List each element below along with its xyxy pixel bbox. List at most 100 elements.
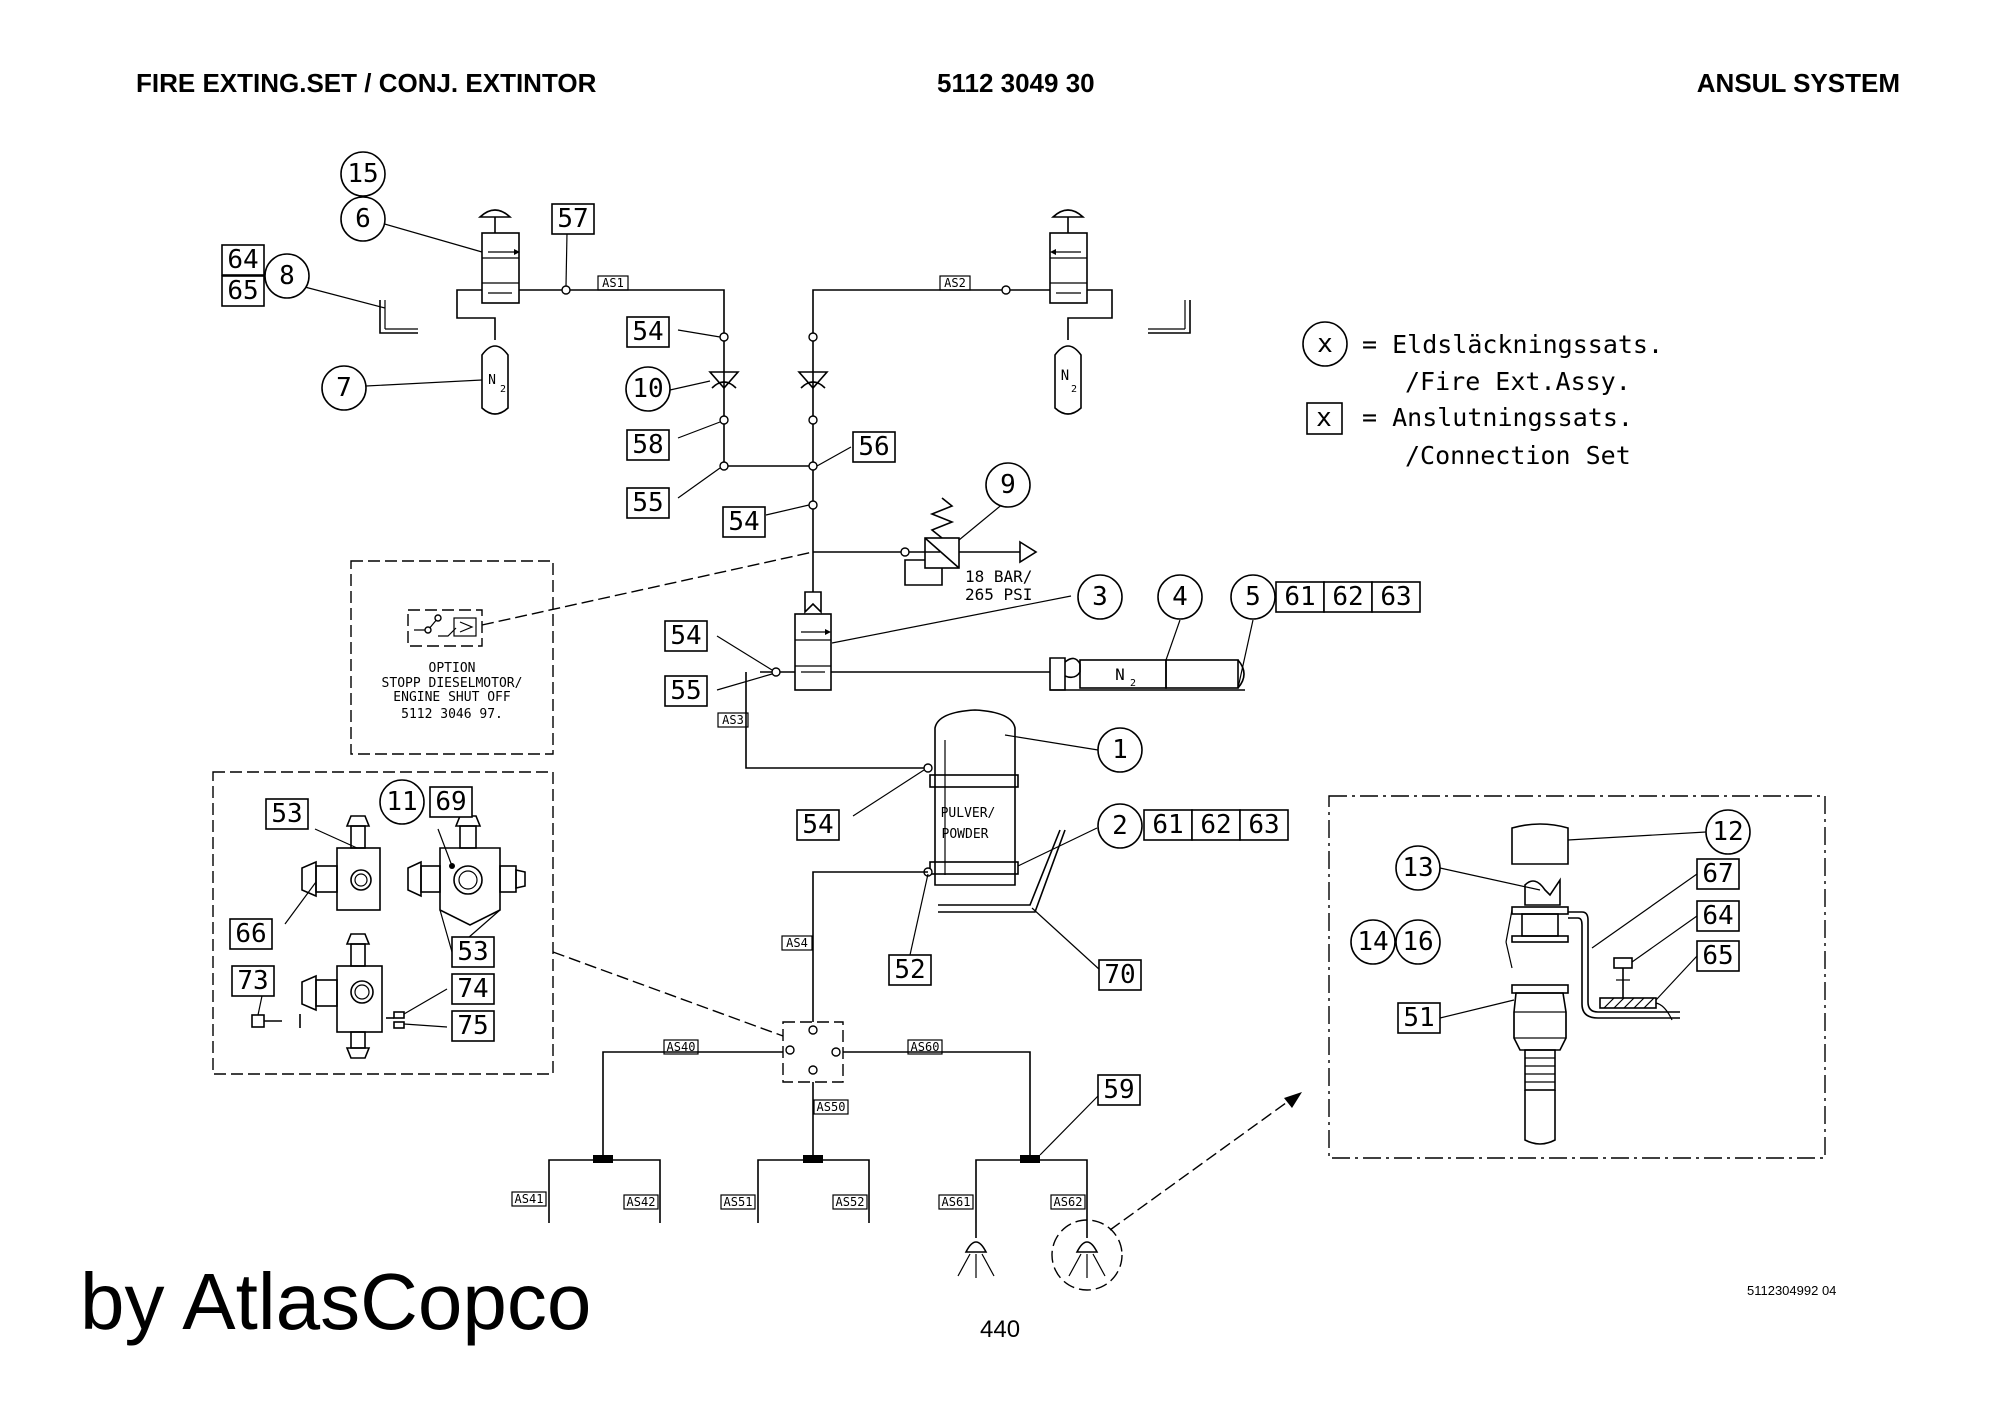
balloon-1: 1 xyxy=(1112,735,1128,765)
option-label-1: OPTION xyxy=(429,661,476,676)
tag-58: 58 xyxy=(632,430,663,460)
distribution-piping: AS4 AS40 AS60 AS50 AS41 AS42 AS51 AS52 xyxy=(511,871,1302,1291)
pipe-tag-as1: AS1 xyxy=(602,276,624,290)
tag-56: 56 xyxy=(858,432,889,462)
tag-62-a: 62 xyxy=(1332,582,1363,612)
powder-tank: PULVER/ POWDER xyxy=(923,709,1066,913)
tag-54-b: 54 xyxy=(728,507,759,537)
balloon-12: 12 xyxy=(1712,817,1743,847)
option-label-2: STOPP DIESELMOTOR/ xyxy=(382,676,523,691)
tag-67: 67 xyxy=(1702,859,1733,889)
balloon-4: 4 xyxy=(1172,582,1188,612)
n2-sub-expellant: 2 xyxy=(1130,678,1136,689)
tag-65-bottom: 65 xyxy=(1702,941,1733,971)
legend-circle-symbol: x xyxy=(1317,329,1333,359)
pipe-tag-as50: AS50 xyxy=(817,1100,846,1114)
pipe-tag-as40: AS40 xyxy=(667,1040,696,1054)
pipe-tag-as52: AS52 xyxy=(836,1195,865,1209)
pipe-tag-as51: AS51 xyxy=(724,1195,753,1209)
watermark-text: by AtlasCopco xyxy=(80,1257,592,1346)
item-tags: 57 64 65 54 58 55 56 54 54 55 61 62 63 5… xyxy=(221,203,1740,1106)
balloon-3: 3 xyxy=(1092,582,1108,612)
legend-box-line1: = Anslutningssats. xyxy=(1362,403,1633,432)
right-actuator: N 2 xyxy=(1049,209,1191,415)
item-balloons: 15 6 8 7 10 9 3 4 5 1 2 11 12 13 14 16 xyxy=(264,151,1751,965)
drawing-number: 5112304992 04 xyxy=(1747,1283,1837,1298)
tag-63-b: 63 xyxy=(1248,810,1279,840)
balloon-11: 11 xyxy=(386,787,417,817)
tag-73: 73 xyxy=(237,966,268,996)
balloon-7: 7 xyxy=(336,373,352,403)
balloon-6: 6 xyxy=(355,204,371,234)
balloon-2: 2 xyxy=(1112,811,1128,841)
balloon-10: 10 xyxy=(632,374,663,404)
tag-59: 59 xyxy=(1103,1075,1134,1105)
tag-53-a: 53 xyxy=(271,799,302,829)
legend-box-symbol: x xyxy=(1316,403,1332,433)
header-title: FIRE EXTING.SET / CONJ. EXTINTOR xyxy=(136,68,597,98)
relief-valve: 18 BAR/ 265 PSI xyxy=(904,497,1038,604)
tag-65-top: 65 xyxy=(227,276,258,306)
option-label-3: ENGINE SHUT OFF xyxy=(393,690,511,705)
tag-51: 51 xyxy=(1403,1003,1434,1033)
pipe-tag-as4: AS4 xyxy=(786,936,808,950)
tag-62-b: 62 xyxy=(1200,810,1231,840)
powder-label-2: POWDER xyxy=(942,827,989,842)
balloon-8: 8 xyxy=(279,261,295,291)
tag-61-a: 61 xyxy=(1284,582,1315,612)
tag-69: 69 xyxy=(435,787,466,817)
balloon-16: 16 xyxy=(1402,927,1433,957)
legend-circle-line2: /Fire Ext.Assy. xyxy=(1405,367,1631,396)
option-box: OPTION STOPP DIESELMOTOR/ ENGINE SHUT OF… xyxy=(350,551,814,755)
tag-70: 70 xyxy=(1104,960,1135,990)
legend-box-line2: /Connection Set xyxy=(1405,441,1631,470)
n2-label-right: N xyxy=(1061,368,1069,384)
main-valve: AS3 N 2 xyxy=(717,552,1245,769)
tag-64-bottom: 64 xyxy=(1702,901,1733,931)
fittings-detail xyxy=(212,771,554,1075)
tag-74: 74 xyxy=(457,974,488,1004)
tag-54-a: 54 xyxy=(632,317,663,347)
tag-55-a: 55 xyxy=(632,488,663,518)
n2-sub-right: 2 xyxy=(1071,384,1077,395)
tag-55-b: 55 xyxy=(670,676,701,706)
balloon-9: 9 xyxy=(1000,470,1016,500)
n2-sub: 2 xyxy=(500,384,506,395)
balloon-13: 13 xyxy=(1402,853,1433,883)
legend: x = Eldsläckningssats. /Fire Ext.Assy. x… xyxy=(1302,321,1663,470)
pipe-tag-as41: AS41 xyxy=(515,1192,544,1206)
upper-piping: AS1 AS2 xyxy=(519,275,1050,557)
tag-64-top: 64 xyxy=(227,245,258,275)
legend-circle-line1: = Eldsläckningssats. xyxy=(1362,330,1663,359)
leader-lines xyxy=(257,222,1707,1156)
relief-label-2: 265 PSI xyxy=(965,585,1032,604)
relief-label-1: 18 BAR/ xyxy=(965,567,1032,586)
tag-54-c: 54 xyxy=(670,621,701,651)
header-system: ANSUL SYSTEM xyxy=(1696,68,1900,98)
n2-label: N xyxy=(488,373,496,388)
tag-53-b: 53 xyxy=(457,937,488,967)
tag-63-a: 63 xyxy=(1380,582,1411,612)
tag-66: 66 xyxy=(235,919,266,949)
powder-label-1: PULVER/ xyxy=(941,806,996,821)
balloon-15: 15 xyxy=(347,159,378,189)
option-label-4: 5112 3046 97. xyxy=(401,707,503,722)
left-actuator: N 2 xyxy=(379,209,520,415)
pipe-tag-as2: AS2 xyxy=(944,276,966,290)
pipe-tag-as42: AS42 xyxy=(627,1195,656,1209)
balloon-5: 5 xyxy=(1245,582,1261,612)
pipe-tag-as3: AS3 xyxy=(722,713,744,727)
tag-52: 52 xyxy=(894,955,925,985)
tag-57: 57 xyxy=(557,204,588,234)
pipe-tag-as61: AS61 xyxy=(942,1195,971,1209)
pipe-tag-as60: AS60 xyxy=(911,1040,940,1054)
header-part-number: 5112 3049 30 xyxy=(937,68,1095,98)
nozzle-detail xyxy=(1328,795,1826,1159)
n2-label-expellant: N xyxy=(1115,665,1125,684)
pipe-tag-as62: AS62 xyxy=(1054,1195,1083,1209)
tag-75: 75 xyxy=(457,1011,488,1041)
tag-61-b: 61 xyxy=(1152,810,1183,840)
balloon-14: 14 xyxy=(1357,927,1388,957)
tag-54-d: 54 xyxy=(802,810,833,840)
